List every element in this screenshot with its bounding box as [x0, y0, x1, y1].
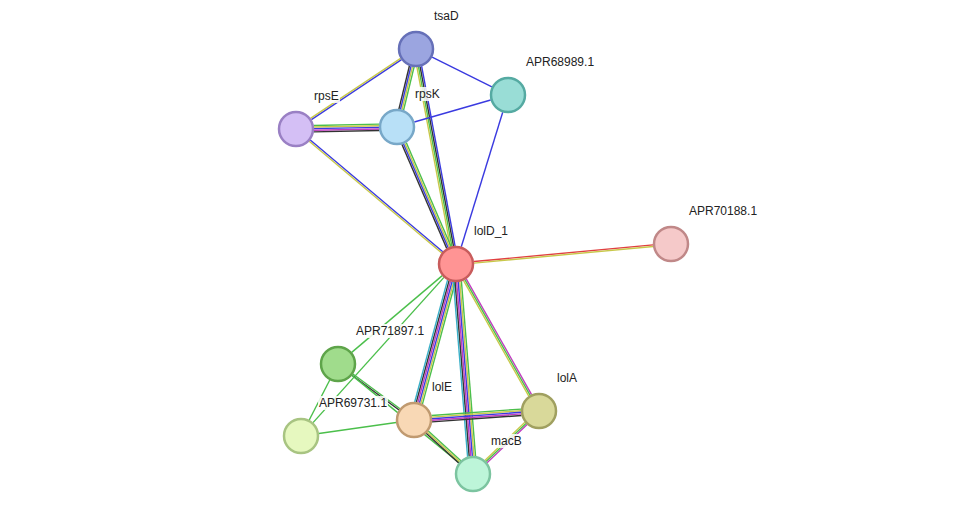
evidence-line	[466, 279, 531, 395]
evidence-line	[421, 282, 454, 404]
interaction-edge	[311, 58, 402, 119]
interaction-edge	[414, 100, 490, 122]
evidence-line	[463, 280, 528, 396]
node-circle	[320, 346, 356, 382]
evidence-line	[422, 282, 455, 404]
evidence-line	[403, 144, 448, 248]
node-label: rpsE	[313, 89, 340, 103]
evidence-line	[400, 66, 410, 109]
circle-shape	[399, 32, 433, 66]
evidence-line	[405, 143, 450, 247]
protein-node: APR70188.1	[653, 226, 689, 262]
circle-shape	[491, 78, 525, 112]
evidence-line	[474, 245, 653, 262]
evidence-line	[319, 423, 396, 434]
evidence-line	[487, 425, 527, 463]
evidence-line	[427, 432, 459, 462]
node-circle	[438, 246, 474, 282]
node-label: APR71897.1	[355, 324, 425, 338]
protein-node: tsaD	[398, 31, 434, 67]
node-circle	[398, 31, 434, 67]
interaction-edge	[431, 409, 521, 422]
evidence-line	[457, 282, 471, 456]
interaction-edge	[453, 281, 475, 457]
evidence-line	[352, 276, 443, 353]
node-circle	[455, 456, 491, 492]
evidence-line	[313, 277, 444, 422]
node-circle	[521, 393, 557, 429]
node-label: macB	[490, 434, 523, 448]
interaction-edge	[399, 66, 414, 110]
node-circle	[396, 402, 432, 438]
evidence-line	[474, 246, 653, 263]
interaction-edge	[474, 245, 653, 263]
interaction-edge	[352, 276, 443, 353]
interaction-edge	[313, 277, 444, 422]
evidence-line	[406, 142, 451, 246]
node-circle	[490, 77, 526, 113]
circle-shape	[279, 112, 313, 146]
evidence-line	[419, 282, 452, 403]
interaction-edge	[432, 57, 492, 87]
interaction-edge	[402, 142, 451, 248]
protein-node: lolA	[521, 393, 557, 429]
protein-node: APR69731.1	[283, 418, 319, 454]
node-circle	[653, 226, 689, 262]
circle-shape	[522, 394, 556, 428]
protein-node: lolD_1	[438, 246, 474, 282]
node-label: lolE	[431, 380, 453, 394]
evidence-line	[311, 60, 401, 120]
interaction-edge	[309, 140, 443, 253]
evidence-line	[309, 141, 442, 253]
interaction-edge	[485, 422, 527, 463]
interaction-edge	[463, 279, 531, 396]
evidence-line	[486, 423, 526, 461]
protein-node: APR68989.1	[490, 77, 526, 113]
protein-node: APR71897.1	[320, 346, 356, 382]
circle-shape	[397, 403, 431, 437]
evidence-line	[432, 415, 522, 421]
interaction-edge	[415, 280, 456, 404]
evidence-line	[314, 131, 380, 132]
interaction-edge	[426, 431, 461, 463]
evidence-line	[414, 100, 490, 122]
circle-shape	[284, 419, 318, 453]
evidence-line	[453, 282, 467, 457]
evidence-line	[432, 57, 492, 87]
evidence-line	[428, 431, 461, 461]
evidence-line	[399, 66, 410, 109]
protein-node: rpsE	[278, 111, 314, 147]
node-circle	[379, 109, 415, 145]
evidence-line	[485, 422, 525, 460]
circle-shape	[654, 227, 688, 261]
evidence-line	[465, 280, 530, 396]
evidence-line	[455, 282, 469, 456]
protein-node: lolE	[396, 402, 432, 438]
evidence-line	[310, 140, 443, 252]
node-label: APR68989.1	[525, 55, 595, 69]
protein-node: rpsK	[379, 109, 415, 145]
interaction-edge	[314, 124, 380, 132]
node-label: tsaD	[433, 9, 460, 23]
interaction-edge	[319, 423, 396, 434]
protein-node: macB	[455, 456, 491, 492]
circle-shape	[439, 247, 473, 281]
node-label: APR70188.1	[688, 204, 758, 218]
node-circle	[283, 418, 319, 454]
node-label: lolD_1	[473, 224, 509, 238]
circle-shape	[456, 457, 490, 491]
evidence-line	[402, 144, 447, 248]
circle-shape	[380, 110, 414, 144]
node-label: lolA	[556, 371, 578, 385]
circle-shape	[321, 347, 355, 381]
node-label: APR69731.1	[318, 396, 388, 410]
evidence-line	[426, 433, 459, 463]
node-circle	[278, 111, 314, 147]
evidence-line	[311, 58, 401, 118]
node-label: rpsK	[414, 87, 441, 101]
